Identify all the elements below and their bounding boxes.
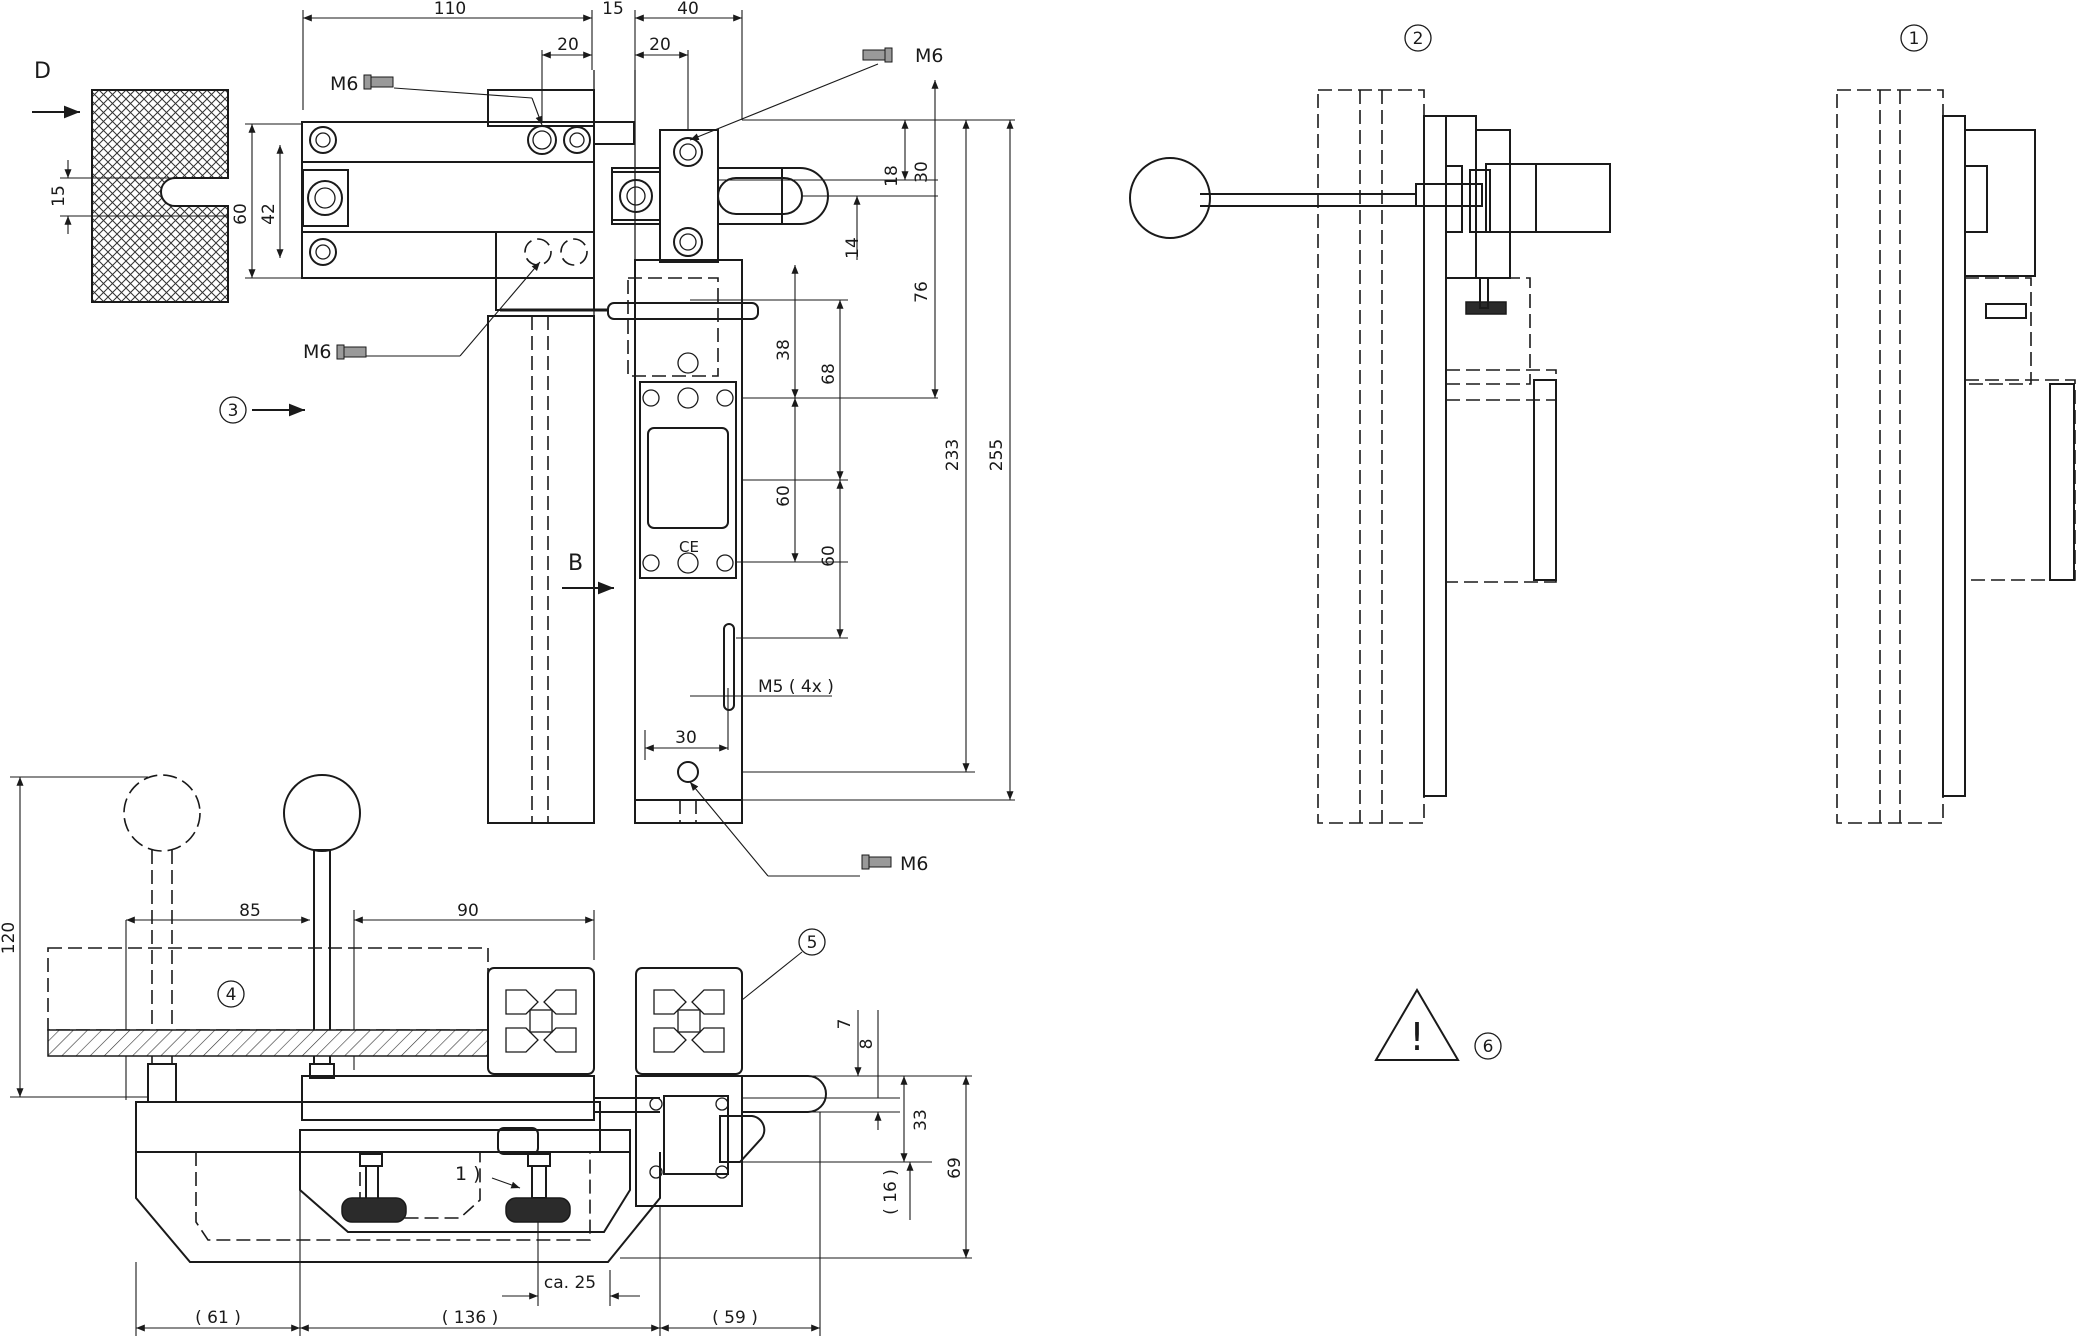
callout-6-text: 6 bbox=[1483, 1037, 1494, 1057]
warning-mark: ! bbox=[1409, 1015, 1424, 1059]
thumb-screw bbox=[341, 1153, 571, 1223]
screw-m6-label-d: M6 bbox=[900, 853, 928, 875]
callout-5-text: 5 bbox=[807, 933, 818, 953]
dim-255: 255 bbox=[987, 439, 1007, 471]
screw-m6-label-c: M6 bbox=[303, 341, 331, 363]
callout-1 bbox=[1900, 24, 1928, 52]
bolt-head bbox=[307, 125, 591, 266]
dim-69: 69 bbox=[945, 1157, 965, 1179]
dim-76: 76 bbox=[912, 281, 932, 303]
dim-18: 18 bbox=[882, 165, 902, 187]
callout-6 bbox=[1474, 1032, 1502, 1060]
callout-3-text: 3 bbox=[228, 401, 239, 421]
dim-38: 38 bbox=[774, 339, 794, 361]
dim-40: 40 bbox=[677, 0, 699, 19]
callout-1-text: 1 bbox=[1909, 29, 1920, 49]
view-b-label: B bbox=[568, 551, 583, 576]
lever-knob bbox=[1129, 157, 1211, 239]
dim-8: 8 bbox=[857, 1039, 877, 1050]
dim-85: 85 bbox=[239, 901, 261, 921]
dim-ca-25: ca. 25 bbox=[544, 1273, 596, 1293]
lever-knob-front bbox=[283, 774, 361, 852]
aluminium-profile-left bbox=[487, 967, 595, 1075]
callout-2-text: 2 bbox=[1413, 29, 1424, 49]
callout-2 bbox=[1404, 24, 1432, 52]
m5-4x-label: M5 ( 4x ) bbox=[758, 677, 834, 697]
dim-90: 90 bbox=[457, 901, 479, 921]
view-d-label: D bbox=[34, 59, 51, 84]
dim-15-left: 15 bbox=[49, 185, 69, 207]
ce-mark: CE bbox=[679, 538, 699, 556]
dim-60-right: 60 bbox=[819, 545, 839, 567]
dim-120: 120 bbox=[0, 922, 19, 954]
callout-3 bbox=[219, 396, 247, 424]
dim-30-right: 30 bbox=[912, 161, 932, 183]
screw-m6-label-b: M6 bbox=[915, 45, 943, 67]
dim-110: 110 bbox=[434, 0, 466, 19]
dim-20-left: 20 bbox=[557, 35, 579, 55]
screw-m6-label-a: M6 bbox=[330, 73, 358, 95]
callout-4 bbox=[217, 980, 245, 1008]
safety-switch bbox=[639, 381, 737, 579]
plan-view: 110 15 40 20 20 D 15 60 42 bbox=[32, 0, 1015, 877]
callout-5 bbox=[798, 928, 826, 956]
dim-136: ( 136 ) bbox=[442, 1308, 499, 1328]
dim-14: 14 bbox=[843, 237, 863, 259]
aluminium-profile-right bbox=[635, 967, 743, 1075]
dim-68: 68 bbox=[819, 363, 839, 385]
dim-233: 233 bbox=[943, 439, 963, 471]
dim-61: ( 61 ) bbox=[195, 1308, 241, 1328]
side-view-1: 1 bbox=[1836, 24, 2076, 824]
dim-60-left: 60 bbox=[231, 203, 251, 225]
dim-59: ( 59 ) bbox=[712, 1308, 758, 1328]
dim-30-bottom: 30 bbox=[675, 728, 697, 748]
dim-16: ( 16 ) bbox=[881, 1169, 901, 1215]
note-1: 1 ) bbox=[455, 1163, 481, 1185]
side-view-2: 2 bbox=[1129, 24, 1611, 824]
dim-15-top: 15 bbox=[602, 0, 624, 19]
callout-4-text: 4 bbox=[226, 985, 237, 1005]
dim-60-mid: 60 bbox=[774, 485, 794, 507]
crosshatch-block bbox=[91, 89, 229, 303]
dim-7: 7 bbox=[835, 1019, 855, 1030]
dim-20-right: 20 bbox=[649, 35, 671, 55]
dim-42: 42 bbox=[259, 203, 279, 225]
front-view: 120 85 90 4 5 bbox=[0, 774, 972, 1336]
dim-33: 33 bbox=[911, 1109, 931, 1131]
warning-triangle-icon: ! bbox=[1374, 988, 1460, 1061]
